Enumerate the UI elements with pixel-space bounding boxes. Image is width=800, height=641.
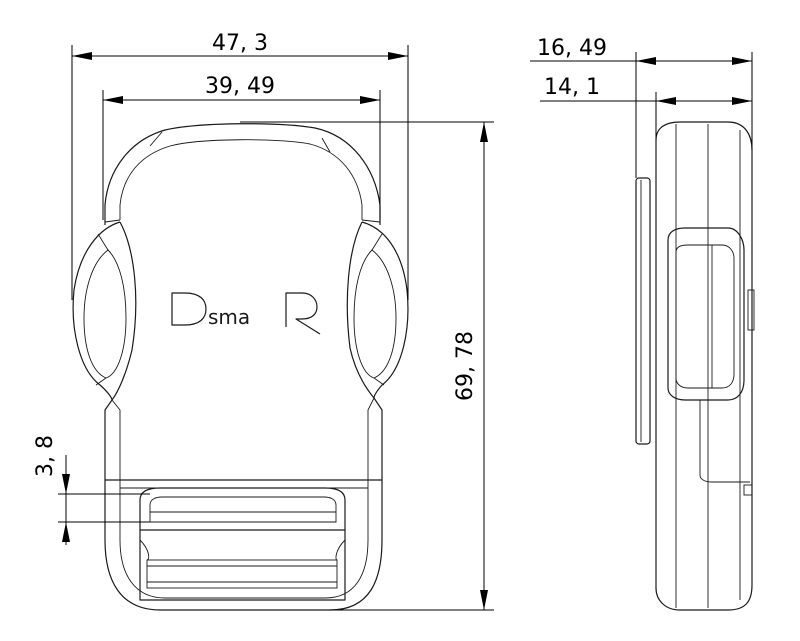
arch-mark [321, 137, 331, 153]
arch-mark [361, 219, 381, 223]
grip-mark [371, 233, 383, 251]
dim-label-overall-width: 47, 3 [212, 31, 268, 56]
side-tab [743, 484, 753, 496]
arrow [480, 122, 488, 142]
clip-plate [635, 177, 651, 445]
arrow [480, 590, 488, 610]
arrow [656, 97, 676, 105]
buckle-strap-box [146, 559, 338, 589]
arrow [360, 96, 380, 104]
left-grip-inner [83, 249, 127, 379]
right-grip-inner [353, 249, 397, 379]
arrow [103, 96, 123, 104]
front-body-outer [104, 221, 383, 611]
front-body-inner [111, 397, 375, 599]
buckle-strap-outer [139, 530, 346, 601]
buckle-strap-curve-right [335, 539, 346, 561]
grip-mark [97, 233, 109, 251]
dim-label-side-total: 16, 49 [537, 36, 607, 61]
side-body-outer [655, 121, 753, 611]
buckle-slot-outer [139, 487, 346, 531]
buckle-slot-inner [149, 496, 337, 523]
logo-right-letter-shape [285, 292, 321, 335]
dim-label-inner-width: 39, 49 [205, 74, 275, 99]
dim-label-side-body: 14, 1 [544, 75, 600, 100]
logo-text: sma [208, 305, 250, 329]
logo: sma [171, 292, 321, 335]
arch-mark [104, 219, 121, 223]
side-grip-inner [675, 244, 735, 389]
buckle-strap-curve-left [139, 539, 150, 561]
arrow [62, 474, 70, 494]
left-grip-outer [72, 221, 121, 401]
logo-left-letter-shape [171, 292, 207, 326]
arrow [732, 97, 752, 105]
side-grip-outer [667, 227, 745, 401]
side-view [635, 121, 755, 611]
arrow [636, 57, 656, 65]
side-button [747, 289, 755, 331]
arrow [732, 57, 752, 65]
side-notch [699, 400, 750, 483]
front-arch-outer [104, 123, 381, 225]
arrow [388, 52, 408, 60]
dim-label-overall-height: 69, 78 [453, 331, 478, 401]
front-dimensions: 47, 3 39, 49 69, 78 3, 8 [33, 31, 494, 611]
right-grip-outer [361, 221, 409, 399]
arrow [72, 52, 92, 60]
arch-mark [149, 131, 163, 147]
front-arch-inner [119, 139, 363, 220]
grip-mark [95, 377, 107, 386]
dim-label-slot-height: 3, 8 [33, 435, 58, 477]
front-view: sma [72, 123, 409, 611]
side-dimensions: 16, 49 14, 1 [530, 36, 753, 178]
grip-mark [373, 377, 385, 386]
arrow [62, 522, 70, 542]
